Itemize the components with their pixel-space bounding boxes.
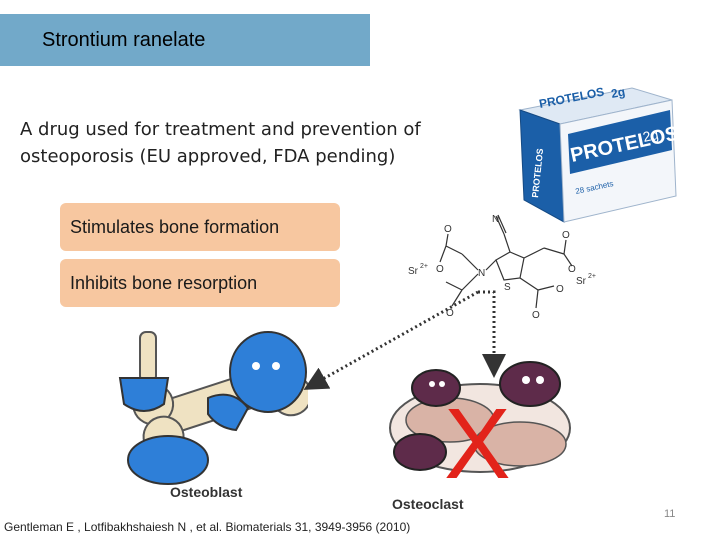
block-x-mark: X <box>444 388 511 498</box>
osteoclast-illustration: X <box>389 361 571 498</box>
mol-sr-left-charge: 2+ <box>420 263 428 270</box>
mol-n-top: N <box>492 214 499 225</box>
osteoclast-label: Osteoclast <box>392 496 464 512</box>
mol-sr-left: Sr <box>408 266 419 277</box>
title-bar: Strontium ranelate <box>0 14 370 66</box>
page-number: 11 <box>664 508 676 520</box>
intro-text: A drug used for treatment and prevention… <box>20 119 421 167</box>
mol-s: S <box>504 282 511 293</box>
arrow-to-osteoblast <box>303 290 479 390</box>
box-dose-top: 2g <box>610 85 626 101</box>
mol-o-5: O <box>568 264 576 275</box>
mol-o-4: O <box>562 230 570 241</box>
arrow-to-osteoclast <box>478 290 506 378</box>
osteoblast-illustration <box>118 331 308 485</box>
mol-o-2: O <box>436 264 444 275</box>
slide-title: Strontium ranelate <box>42 28 206 51</box>
mol-o-3: O <box>446 308 454 319</box>
mol-o-6: O <box>532 310 540 321</box>
mol-sr-right: Sr <box>576 276 587 287</box>
citation: Gentleman E , Lotfibakhshaiesh N , et al… <box>4 520 411 534</box>
mol-o-7: O <box>556 284 564 295</box>
protelos-box-image: PROTELOS 2g PROTELOS 2g 28 sachets PROTE… <box>518 85 681 223</box>
effect-stimulates: Stimulates bone formation <box>60 203 340 251</box>
mol-o-1: O <box>444 224 452 235</box>
mol-sr-right-charge: 2+ <box>588 273 596 280</box>
box-dose: 2g <box>641 126 660 145</box>
mol-n-mid: N <box>478 268 485 279</box>
strontium-ranelate-structure: N N S O O O O O O O Sr 2+ Sr 2+ <box>408 214 596 321</box>
effect-inhibits: Inhibits bone resorption <box>60 259 340 307</box>
osteoblast-label: Osteoblast <box>170 484 243 500</box>
